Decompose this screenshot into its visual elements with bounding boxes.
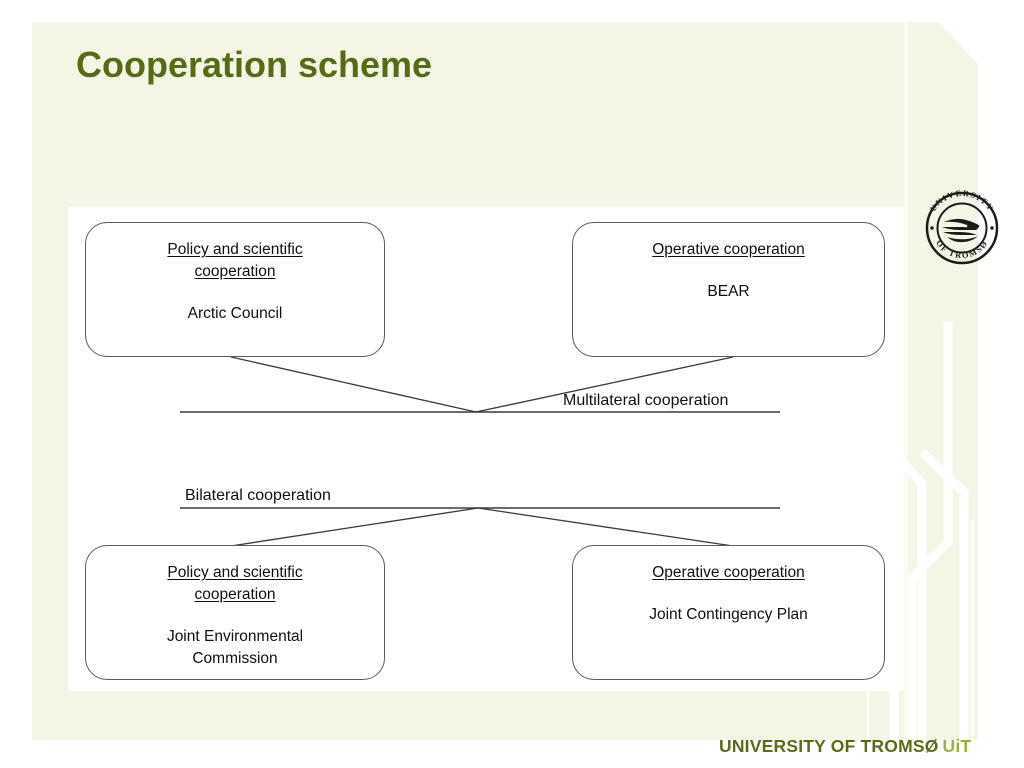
university-seal-logo: UNIVERSITY OF TROMSØ [916, 182, 1008, 274]
page-title: Cooperation scheme [76, 44, 433, 85]
node-heading: Policy and scientific cooperation [167, 564, 303, 603]
footer-university-text: UNIVERSITY OF TROMSØ [719, 736, 939, 756]
bilateral-cooperation-label: Bilateral cooperation [185, 487, 331, 504]
diagram-node-bottom-right: Operative cooperation Joint Contingency … [572, 545, 885, 680]
node-body: Arctic Council [187, 305, 283, 322]
node-heading: Operative cooperation [652, 241, 805, 258]
node-heading: Operative cooperation [652, 564, 805, 581]
node-body: BEAR [707, 283, 750, 300]
multilateral-cooperation-label: Multilateral cooperation [563, 392, 729, 409]
svg-text:UNIVERSITY: UNIVERSITY [928, 189, 995, 213]
footer-uit-text: UiT [942, 736, 972, 756]
node-heading: Policy and scientific cooperation [167, 241, 303, 280]
diagram-node-top-left: Policy and scientific cooperation Arctic… [85, 222, 385, 357]
diagram-node-bottom-left: Policy and scientific cooperation Joint … [85, 545, 385, 680]
node-body: Joint Contingency Plan [649, 606, 808, 623]
diagram-node-top-right: Operative cooperation BEAR [572, 222, 885, 357]
node-body: Joint Environmental Commission [166, 628, 304, 667]
